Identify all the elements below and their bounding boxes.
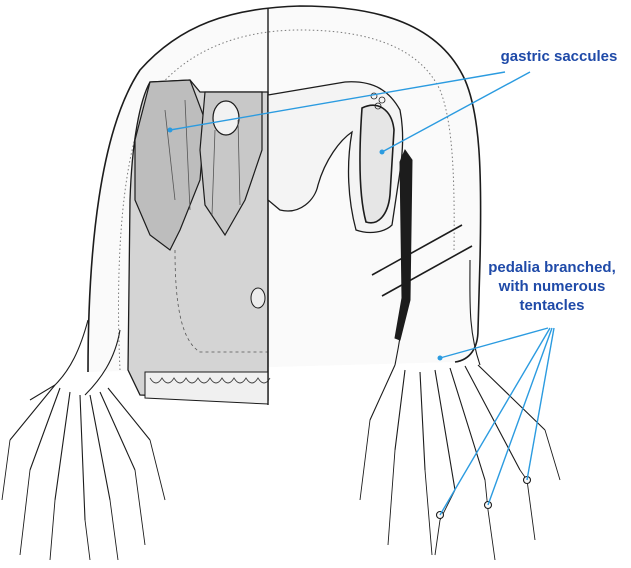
label-pedalia: pedalia branched, with numerous tentacle…	[464, 258, 631, 315]
velarium-edge	[145, 372, 268, 404]
cutaway-left	[128, 80, 270, 404]
label-pedalia-line-2: with numerous	[464, 277, 631, 296]
leader-dot	[168, 128, 173, 133]
label-pedalia-line-1: pedalia branched,	[464, 258, 631, 277]
leader-dot	[380, 150, 385, 155]
leader-tentacle-3	[527, 328, 554, 480]
rhopalium	[251, 288, 265, 308]
gastric-saccule-right	[360, 105, 394, 223]
label-pedalia-line-3: tentacles	[464, 296, 631, 315]
tentacles-right	[360, 420, 560, 560]
leader-dot	[438, 356, 443, 361]
pedalium-left-branches	[10, 385, 150, 520]
gastric-pouch-oval	[213, 101, 239, 135]
label-gastric-saccules: gastric saccules	[484, 47, 631, 66]
pedalium-right-branches	[370, 365, 545, 490]
tentacles-left	[2, 440, 165, 560]
